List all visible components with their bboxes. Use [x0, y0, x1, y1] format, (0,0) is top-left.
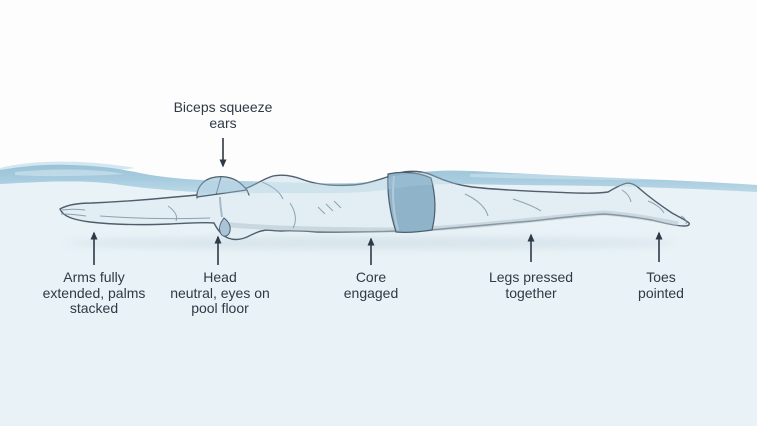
label-legs-line1: Legs pressed	[488, 269, 574, 285]
label-head-line1: Head	[203, 269, 237, 285]
label-toes-line2: pointed	[638, 284, 684, 301]
goggle-strap	[219, 196, 223, 218]
underwater-background	[0, 173, 757, 426]
label-head: Head neutral, eyes on pool floor	[170, 269, 270, 317]
label-biceps-line1: Biceps squeeze	[173, 99, 273, 115]
label-toes-line1: Toes	[646, 269, 676, 285]
label-toes: Toes pointed	[638, 269, 684, 301]
body-underside-shading	[221, 210, 679, 233]
label-head-line3: pool floor	[191, 300, 249, 316]
goggles	[219, 217, 231, 237]
label-arms-line2: extended, palms	[42, 284, 146, 301]
label-biceps-line2: ears	[209, 114, 237, 131]
label-core-line2: engaged	[343, 284, 399, 301]
label-core-line1: Core	[355, 269, 387, 285]
label-head-line2: neutral, eyes on	[170, 284, 270, 301]
label-arms: Arms fully extended, palms stacked	[42, 269, 146, 317]
label-arms-line1: Arms fully	[63, 269, 125, 285]
label-arms-line3: stacked	[69, 300, 119, 316]
label-legs: Legs pressed together	[488, 269, 574, 301]
label-core: Core engaged	[343, 269, 399, 301]
body-shadow	[65, 237, 675, 249]
label-biceps: Biceps squeeze ears	[173, 99, 273, 131]
label-legs-line2: together	[505, 284, 557, 301]
swimmer-body	[59, 170, 690, 241]
